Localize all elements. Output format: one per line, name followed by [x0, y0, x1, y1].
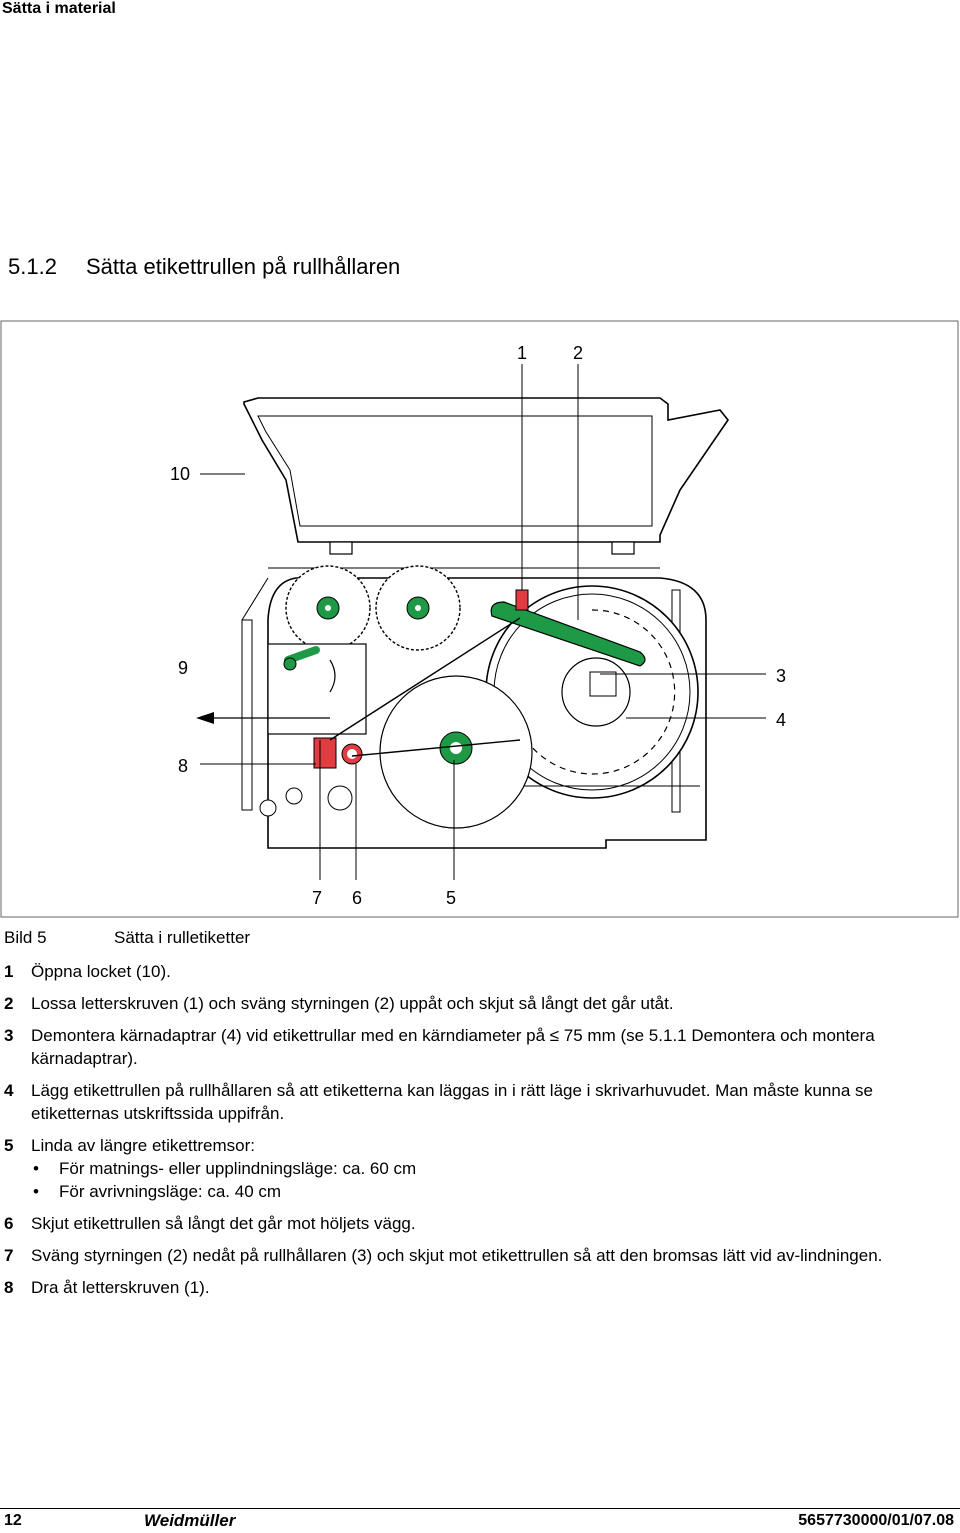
- step-text: Lägg etikettrullen på rullhållaren så at…: [31, 1081, 873, 1123]
- step-1: 1 Öppna locket (10).: [0, 960, 950, 983]
- print-head-plate: [267, 643, 367, 735]
- header-title: Sätta i material: [2, 0, 116, 17]
- ribbon-gear-right: [375, 565, 461, 651]
- lid-inner: [257, 415, 653, 527]
- callout-6: 6: [352, 888, 362, 908]
- step-number: 1: [4, 962, 14, 981]
- core-adapter: [589, 671, 617, 697]
- hinge-left: [329, 541, 353, 555]
- callout-2: 2: [573, 343, 583, 363]
- callout-8: 8: [178, 756, 188, 776]
- step-text: Dra åt letterskruven (1).: [31, 1278, 210, 1297]
- label-path-top: [329, 617, 521, 741]
- footer-rule: [0, 1508, 960, 1509]
- ribbon-gear-left: [285, 565, 371, 651]
- bullet-item: För avrivningsläge: ca. 40 cm: [31, 1180, 950, 1203]
- step-6: 6 Skjut etikettrullen så långt det går m…: [0, 1212, 950, 1235]
- callout-9: 9: [178, 658, 188, 678]
- lid: [243, 397, 729, 543]
- caption-text: Sätta i rulletiketter: [114, 928, 251, 947]
- guide-arm: [490, 601, 646, 667]
- step-number: 3: [4, 1026, 14, 1045]
- page-number: 12: [4, 1512, 22, 1529]
- step-number: 7: [4, 1246, 14, 1265]
- document-id: 5657730000/01/07.08: [798, 1512, 954, 1529]
- step-8: 8 Dra åt letterskruven (1).: [0, 1276, 950, 1299]
- step-text: Demontera kärnadaptrar (4) vid etikettru…: [31, 1026, 875, 1068]
- step-number: 6: [4, 1214, 14, 1233]
- section-title: Sätta etikettrullen på rullhållaren: [86, 254, 401, 279]
- step-5-bullets: För matnings- eller upplindningsläge: ca…: [31, 1157, 950, 1203]
- label-path-roll: [351, 739, 521, 757]
- body-side-panel: [241, 619, 253, 811]
- step-text: Öppna locket (10).: [31, 962, 171, 981]
- callout-7: 7: [312, 888, 322, 908]
- instruction-steps: 1 Öppna locket (10). 2 Lossa letterskruv…: [0, 960, 950, 1308]
- head-lever-arrow: [329, 659, 336, 693]
- callout-5: 5: [446, 888, 456, 908]
- callout-4: 4: [776, 710, 786, 730]
- knurled-screw: [515, 589, 529, 611]
- step-text: Lossa letterskruven (1) och sväng styrni…: [31, 994, 674, 1013]
- bullet-item: För matnings- eller upplindningsläge: ca…: [31, 1157, 950, 1180]
- step-number: 2: [4, 994, 14, 1013]
- section-number: 5.1.2: [8, 254, 57, 279]
- figure-caption: Bild 5 Sätta i rulletiketter: [4, 928, 250, 948]
- step-number: 8: [4, 1278, 14, 1297]
- step-text: Linda av längre etikettremsor:: [31, 1136, 255, 1155]
- step-5: 5 Linda av längre etikettremsor: För mat…: [0, 1134, 950, 1203]
- step-4: 4 Lägg etikettrullen på rullhållaren så …: [0, 1079, 950, 1125]
- caption-label: Bild 5: [4, 928, 47, 947]
- step-3: 3 Demontera kärnadaptrar (4) vid etikett…: [0, 1024, 950, 1070]
- step-7: 7 Sväng styrningen (2) nedåt på rullhåll…: [0, 1244, 950, 1267]
- callout-1: 1: [517, 343, 527, 363]
- brand-logo: Weidmüller: [144, 1511, 236, 1530]
- step-number: 5: [4, 1136, 14, 1155]
- body-edge: [241, 577, 269, 621]
- step-number: 4: [4, 1081, 14, 1100]
- step-text: Skjut etikettrullen så långt det går mot…: [31, 1214, 416, 1233]
- step-2: 2 Lossa letterskruven (1) och sväng styr…: [0, 992, 950, 1015]
- hinge-right: [611, 541, 635, 555]
- callout-10: 10: [170, 464, 190, 484]
- label-exit-arrow: [196, 712, 214, 724]
- section-heading: 5.1.2 Sätta etikettrullen på rullhållaren: [8, 254, 400, 280]
- printer-figure: 1 2 10 3 4 9 8 7 6 5: [0, 320, 960, 920]
- callout-3: 3: [776, 666, 786, 686]
- printer-illustration: 1 2 10 3 4 9 8 7 6 5: [0, 320, 959, 918]
- rewinder-hub: [439, 731, 473, 765]
- step-text: Sväng styrningen (2) nedåt på rullhållar…: [31, 1246, 883, 1265]
- figure-frame: [0, 320, 959, 918]
